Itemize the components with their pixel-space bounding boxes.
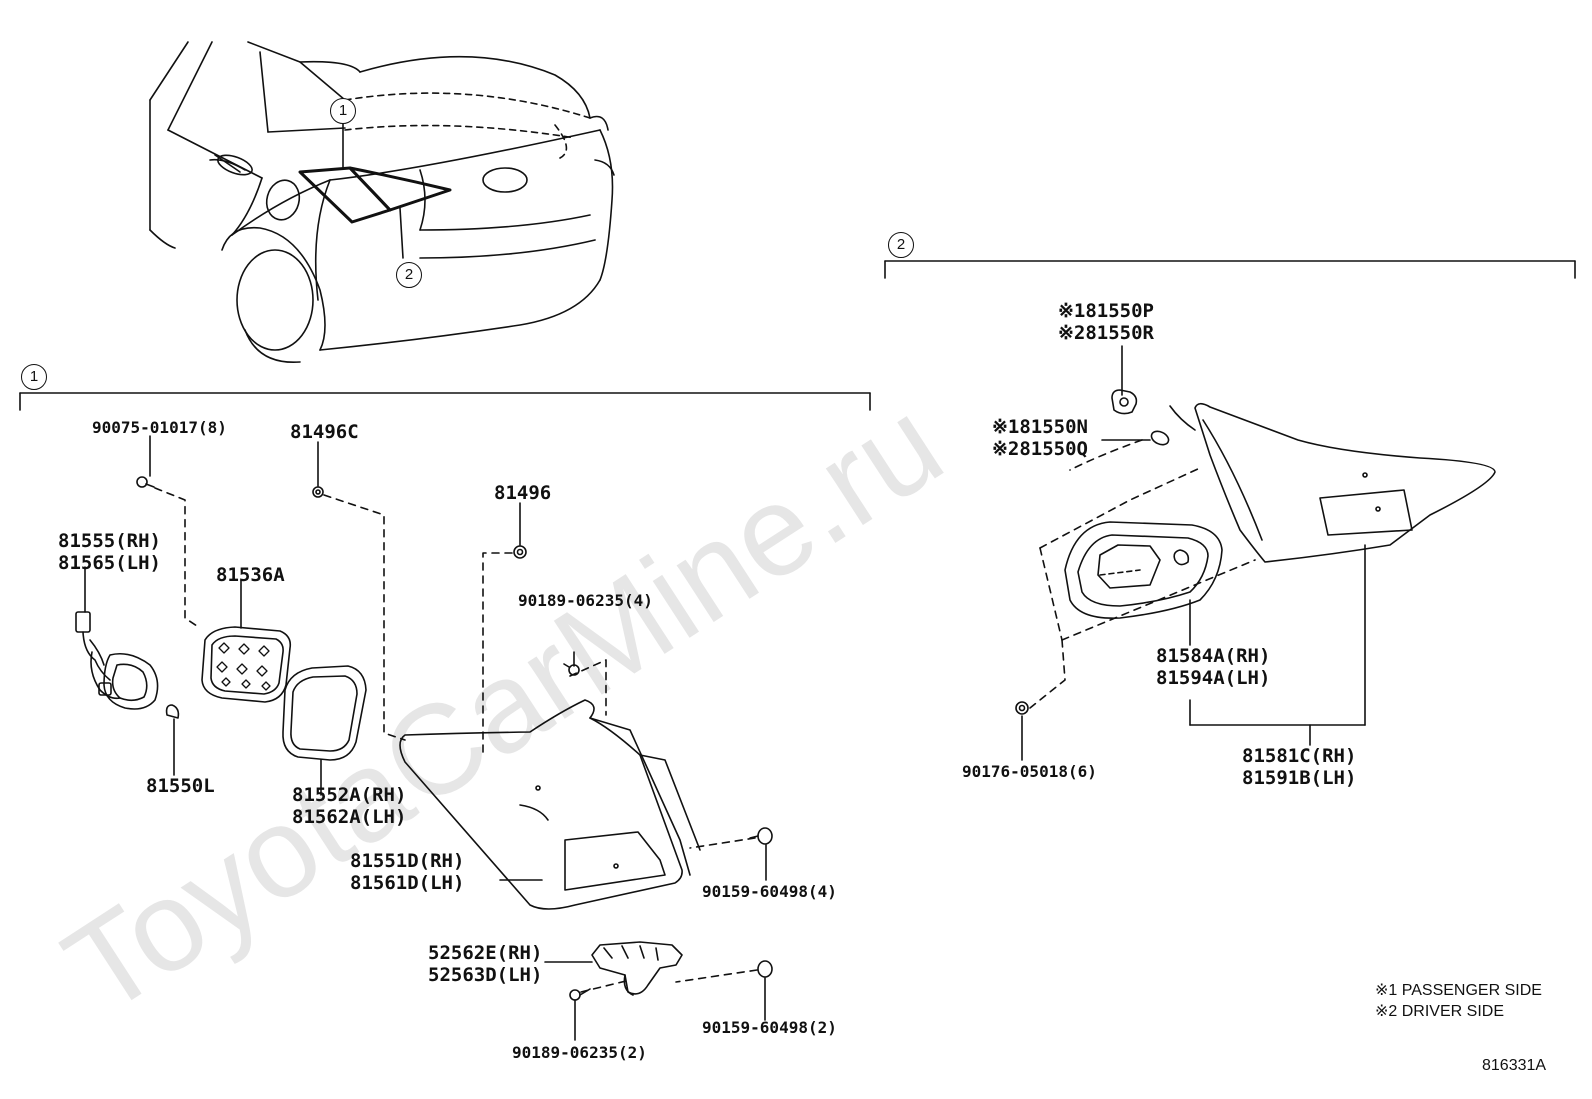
part-label-90075-01017: 90075-01017(8) xyxy=(92,418,227,437)
note-driver-side: ※2 DRIVER SIDE xyxy=(1375,1003,1504,1020)
part-label-81551d-rh: 81551D(RH) xyxy=(350,850,465,872)
part-label-52563d-lh: 52563D(LH) xyxy=(428,964,543,986)
part-label-81552a-rh: 81552A(RH) xyxy=(292,784,407,806)
part-label-81550l: 81550L xyxy=(146,775,215,797)
part-label-81561d-lh: 81561D(LH) xyxy=(350,872,465,894)
note-passenger-side: ※1 PASSENGER SIDE xyxy=(1375,982,1542,999)
section2-bracket xyxy=(884,260,1576,279)
callout-1-section: 1 xyxy=(21,364,47,390)
part-label-81536a: 81536A xyxy=(216,564,285,586)
part-label-90189-06235-2: 90189-06235(2) xyxy=(512,1043,647,1062)
car-illustration xyxy=(149,41,615,363)
part-label-81496: 81496 xyxy=(494,482,552,504)
part-label-81581c-rh: 81581C(RH) xyxy=(1242,745,1357,767)
part-label-81550n: ※181550N xyxy=(992,416,1088,438)
section1-parts xyxy=(75,435,773,1041)
part-label-81496c: 81496C xyxy=(290,421,359,443)
part-label-81555-rh: 81555(RH) xyxy=(58,530,161,552)
part-label-81550p: ※181550P xyxy=(1058,300,1154,322)
part-label-90159-60498-4: 90159-60498(4) xyxy=(702,882,837,901)
part-label-90189-06235-4: 90189-06235(4) xyxy=(518,591,653,610)
callout-2-car: 2 xyxy=(396,262,422,288)
part-label-81562a-lh: 81562A(LH) xyxy=(292,806,407,828)
callout-2-section: 2 xyxy=(888,232,914,258)
section2-parts xyxy=(1015,345,1496,761)
part-label-81591b-lh: 81591B(LH) xyxy=(1242,767,1357,789)
part-label-90159-60498-2: 90159-60498(2) xyxy=(702,1018,837,1037)
diagram-code: 816331A xyxy=(1482,1057,1547,1074)
part-label-81550r: ※281550R xyxy=(1058,322,1154,344)
part-label-90176-05018: 90176-05018(6) xyxy=(962,762,1097,781)
part-label-52562e-rh: 52562E(RH) xyxy=(428,942,543,964)
part-label-81584a-rh: 81584A(RH) xyxy=(1156,645,1271,667)
part-label-81594a-lh: 81594A(LH) xyxy=(1156,667,1271,689)
part-label-81565-lh: 81565(LH) xyxy=(58,552,161,574)
part-label-81550q: ※281550Q xyxy=(992,438,1088,460)
callout-1-car: 1 xyxy=(330,98,356,124)
section1-bracket xyxy=(19,392,871,411)
